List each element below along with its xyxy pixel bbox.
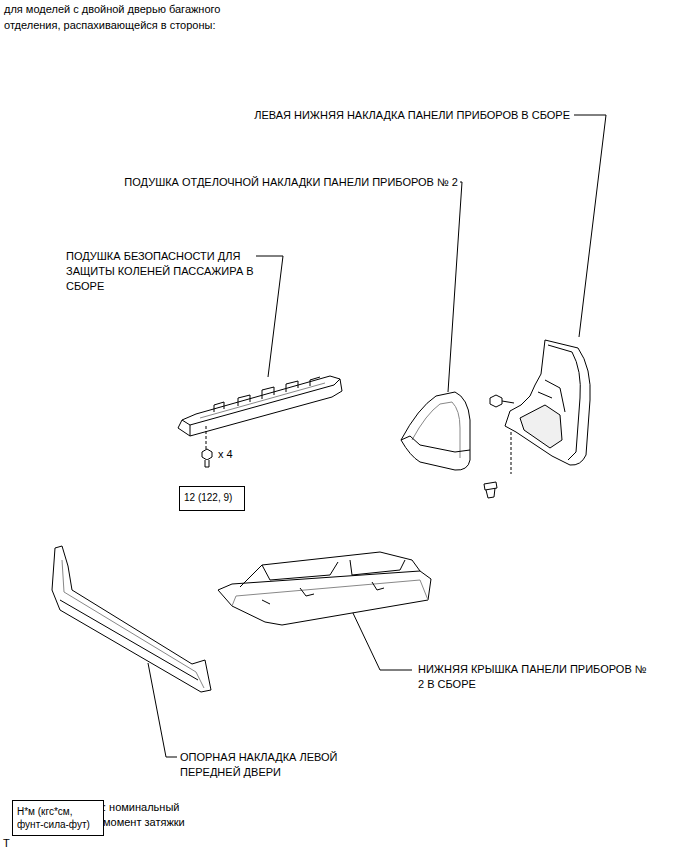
leader-line bbox=[574, 115, 606, 337]
part-name: НИЖНЯЯ КРЫШКА ПАНЕЛИ ПРИБОРОВ № 2 В СБОР… bbox=[418, 662, 650, 692]
knee-airbag bbox=[178, 376, 342, 467]
box-text: 12 (122, 9) bbox=[184, 491, 240, 504]
part-name: ОПОРНАЯ НАКЛАДКА ЛЕВОЙ ПЕРЕДНЕЙ ДВЕРИ bbox=[180, 750, 352, 780]
torque-box: 12 (122, 9) bbox=[179, 486, 245, 511]
quantity: x 4 bbox=[218, 447, 258, 462]
leader-line bbox=[448, 182, 462, 392]
figure-code: T bbox=[3, 836, 23, 851]
lower-cover bbox=[218, 552, 431, 625]
part-name: ЛЕВАЯ НИЖНЯЯ НАКЛАДКА ПАНЕЛИ ПРИБОРОВ В … bbox=[240, 108, 570, 123]
scuff-plate bbox=[52, 546, 211, 692]
legend-note: : номинальный момент затяжки bbox=[103, 800, 203, 830]
note-title: для моделей с двойной дверью багажного о… bbox=[4, 1, 262, 33]
legend-box: Н*м (кгс*см, фунт-сила-фут) bbox=[12, 800, 104, 836]
trim-cushion bbox=[401, 392, 470, 470]
leader-line bbox=[352, 611, 412, 670]
leader-line bbox=[148, 663, 177, 757]
box-text: Н*м (кгс*см, фунт-сила-фут) bbox=[17, 805, 99, 831]
part-name: ПОДУШКА ОТДЕЛОЧНОЙ НАКЛАДКИ ПАНЕЛИ ПРИБО… bbox=[78, 175, 458, 190]
lower-panel bbox=[484, 340, 590, 498]
part-name: ПОДУШКА БЕЗОПАСНОСТИ ДЛЯ ЗАЩИТЫ КОЛЕНЕЙ … bbox=[66, 249, 266, 294]
leader-line bbox=[256, 256, 283, 377]
